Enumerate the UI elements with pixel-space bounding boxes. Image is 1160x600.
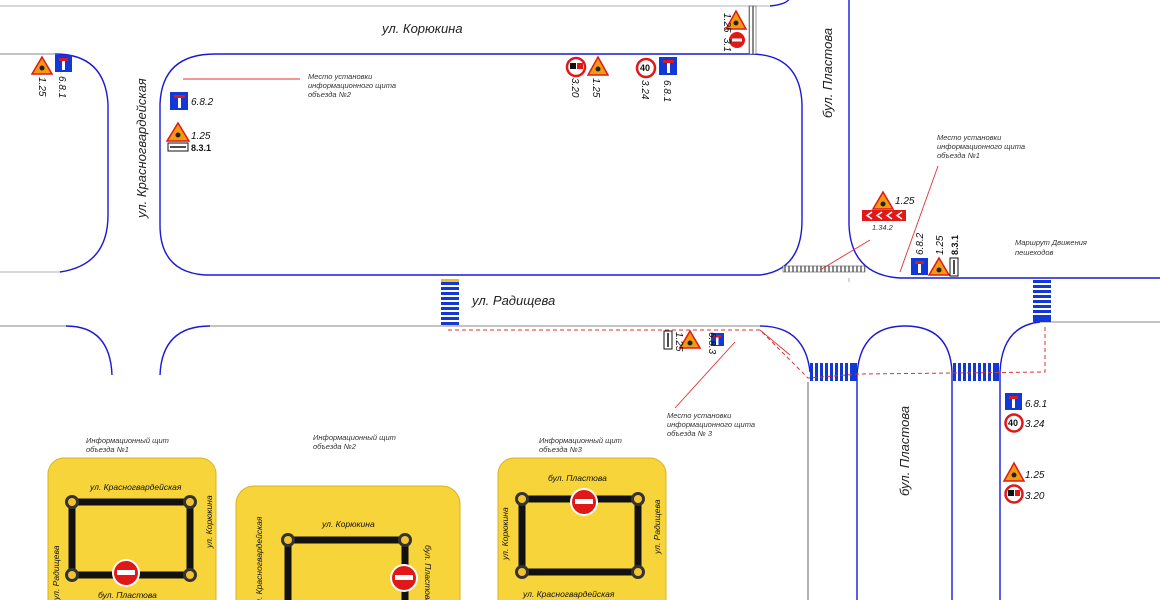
roadwork-sign-icon: [165, 121, 191, 142]
info-panel-2: ул. Корюкина ул. Красногвардейская бул. …: [235, 485, 461, 600]
svg-text:информационного щита: информационного щита: [667, 420, 755, 429]
street-plastova-bottom: бул. Пластова: [897, 406, 912, 496]
chevron-board-icon: [862, 210, 906, 221]
svg-text:Информационный щит: Информационный щит: [313, 433, 396, 442]
svg-text:информационного щита: информационного щита: [937, 142, 1025, 151]
roadwork-sign-icon: [871, 190, 895, 210]
roadwork-sign-icon: [1002, 461, 1026, 482]
svg-text:объезда № 3: объезда № 3: [667, 429, 713, 438]
svg-text:6.8.1: 6.8.1: [1025, 399, 1047, 410]
crosswalk-radishcheva: [441, 279, 459, 325]
leader-lines: [183, 78, 939, 409]
sign-group-top-speed: 40 3.24 6.8.1: [635, 57, 677, 102]
svg-text:1.25: 1.25: [721, 13, 732, 33]
svg-text:Информационный щит: Информационный щит: [86, 436, 169, 445]
crosswalk-plastova-right: [953, 363, 999, 381]
svg-text:объезда №1: объезда №1: [937, 151, 980, 160]
svg-text:бул. Пластова: бул. Пластова: [423, 545, 433, 600]
svg-text:1.25: 1.25: [36, 77, 47, 97]
speed-limit-sign-icon: [1004, 413, 1024, 433]
barrier-plastova: [782, 265, 866, 273]
svg-text:3.20: 3.20: [1025, 491, 1045, 502]
svg-text:6.8.2: 6.8.2: [191, 97, 214, 108]
svg-text:40: 40: [1008, 418, 1018, 428]
svg-text:1.25: 1.25: [673, 332, 684, 352]
roadwork-sign-icon: [586, 55, 610, 76]
street-plastova-top: бул. Пластова: [820, 28, 835, 118]
roadwork-sign-icon: [724, 9, 748, 30]
sign-group-koryukina-barrier: 1.25 3.1: [721, 9, 748, 52]
info-panel-3: бул. Пластова ул. Корюкина ул. Радищева …: [497, 457, 667, 600]
svg-text:ул. Радищева: ул. Радищева: [51, 545, 61, 600]
street-koryukina: ул. Корюкина: [381, 21, 463, 36]
crosswalk-plastova-left: [810, 363, 857, 381]
building-edges: [0, 271, 850, 282]
svg-text:информационного щита: информационного щита: [308, 81, 396, 90]
note-object1: Место установки информационного щита объ…: [937, 133, 1025, 160]
svg-text:ул. Корюкина: ул. Корюкина: [500, 507, 510, 561]
street-krasnogvardeyskaya: ул. Красногвардейская: [134, 78, 149, 219]
svg-text:1.25: 1.25: [590, 78, 601, 98]
svg-text:1.25: 1.25: [191, 131, 211, 142]
svg-text:ул. Красногвардейская: ул. Красногвардейская: [89, 482, 182, 492]
svg-text:3.1: 3.1: [721, 38, 732, 52]
svg-text:1.25: 1.25: [895, 196, 915, 207]
street-radishcheva: ул. Радищева: [471, 293, 555, 308]
svg-text:объезда №3: объезда №3: [539, 445, 583, 454]
sign-group-top-middle: 3.20 1.25: [565, 55, 610, 98]
panel-title-2: Информационный щит объезда №2: [313, 433, 396, 451]
svg-text:ул. Красногвардейская: ул. Красногвардейская: [254, 516, 264, 600]
svg-text:1.34.2: 1.34.2: [872, 223, 894, 232]
svg-text:бул. Пластова: бул. Пластова: [548, 473, 607, 483]
svg-text:3.24: 3.24: [1025, 419, 1045, 430]
svg-text:объезда №1: объезда №1: [86, 445, 129, 454]
sign-group-top-left: 6.8.1 1.25: [30, 55, 72, 98]
svg-text:3.20: 3.20: [569, 78, 580, 98]
svg-text:бул. Пластова: бул. Пластова: [98, 590, 157, 600]
sign-group-radishcheva: 6.8.3 1.25: [663, 329, 724, 355]
traffic-light-icon: [65, 495, 197, 582]
svg-text:8.3.1: 8.3.1: [950, 235, 960, 255]
svg-text:6.8.3: 6.8.3: [706, 332, 717, 355]
svg-text:ул. Корюкина: ул. Корюкина: [321, 519, 375, 529]
panel-title-1: Информационный щит объезда №1: [86, 436, 169, 454]
svg-text:Место установки: Место установки: [667, 411, 732, 420]
svg-text:8.3.1: 8.3.1: [191, 143, 211, 153]
sign-group-block-left: 6.8.2 1.25 8.3.1: [165, 92, 214, 153]
svg-text:ул. Корюкина: ул. Корюкина: [204, 495, 214, 549]
sign-group-right-column: 6.8.1 40 3.24 1.25 3.20: [1002, 393, 1047, 504]
svg-text:ул. Радищева: ул. Радищева: [652, 499, 662, 555]
svg-text:ул. Красногвардейская: ул. Красногвардейская: [522, 589, 615, 599]
svg-text:1.25: 1.25: [1025, 470, 1045, 481]
svg-text:объезда №2: объезда №2: [308, 90, 352, 99]
note-object3: Место установки информационного щита объ…: [667, 411, 755, 438]
svg-text:Информационный щит: Информационный щит: [539, 436, 622, 445]
roadwork-sign-icon: [927, 256, 951, 276]
crosswalk-right-top: [1033, 280, 1051, 322]
svg-text:объезда №2: объезда №2: [313, 442, 357, 451]
note-route: Маршрут Движения пешеходов: [1015, 238, 1087, 257]
sign-group-plastova-corner: 6.8.2 1.25 8.3.1: [911, 232, 960, 277]
svg-text:1.25: 1.25: [935, 235, 946, 255]
svg-text:Место установки: Место установки: [937, 133, 1002, 142]
info-panel-1: ул. Красногвардейская ул. Корюкина ул. Р…: [47, 457, 217, 600]
svg-text:Место установки: Место установки: [308, 72, 373, 81]
svg-text:6.8.2: 6.8.2: [915, 232, 926, 255]
svg-text:6.8.1: 6.8.1: [56, 76, 67, 98]
svg-text:пешеходов: пешеходов: [1015, 248, 1054, 257]
roadwork-sign-icon: [678, 329, 702, 349]
note-object2: Место установки информационного щита объ…: [308, 72, 396, 99]
barrier-koryukina: [748, 5, 757, 55]
svg-text:40: 40: [640, 63, 650, 73]
panel-title-3: Информационный щит объезда №3: [539, 436, 622, 454]
sign-group-plastova-chevrons: 1.25 1.34.2: [862, 190, 915, 232]
svg-text:Маршрут Движения: Маршрут Движения: [1015, 238, 1087, 247]
svg-text:6.8.1: 6.8.1: [661, 80, 672, 102]
speed-limit-sign-icon: [635, 57, 657, 79]
svg-text:3.24: 3.24: [639, 80, 650, 100]
